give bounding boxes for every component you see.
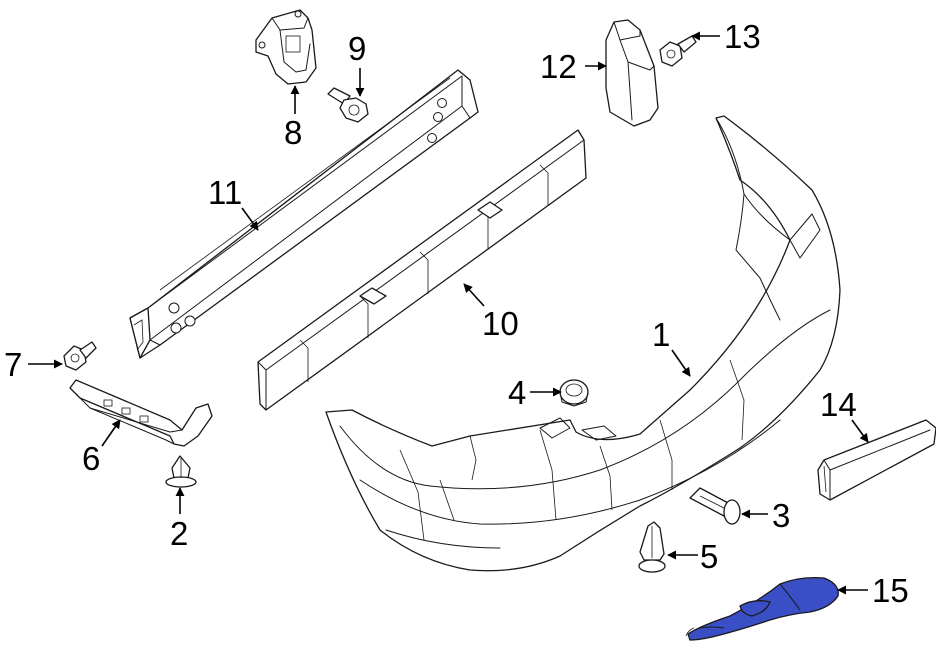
part-bolt-9[interactable] <box>327 87 369 123</box>
part-bolt-7[interactable] <box>63 341 97 371</box>
callout-2: 2 <box>170 515 188 552</box>
callout-5: 5 <box>700 538 718 575</box>
callout-labels: 1 2 3 4 5 6 7 8 9 10 11 12 13 14 15 <box>4 18 909 609</box>
callout-11: 11 <box>208 174 242 211</box>
part-bracket[interactable] <box>255 9 317 85</box>
part-reflector[interactable] <box>817 419 936 501</box>
part-bolt-13[interactable] <box>659 35 697 67</box>
callout-9: 9 <box>348 30 366 67</box>
part-nut-4[interactable] <box>559 379 589 407</box>
part-energy-absorber[interactable] <box>257 129 587 411</box>
callout-7: 7 <box>4 346 22 383</box>
leader-lines <box>28 31 869 595</box>
part-bumper-cover[interactable] <box>325 115 841 572</box>
callout-3: 3 <box>772 497 790 534</box>
callout-4: 4 <box>508 374 526 411</box>
callout-1: 1 <box>652 316 670 353</box>
part-side-retainer[interactable] <box>69 379 213 447</box>
part-clip-5[interactable] <box>638 521 666 573</box>
part-side-bracket[interactable] <box>605 19 659 127</box>
callout-6: 6 <box>82 440 100 477</box>
part-push-clip-2[interactable] <box>165 455 197 488</box>
callout-12: 12 <box>540 48 577 85</box>
callout-14: 14 <box>820 386 857 423</box>
callout-8: 8 <box>284 114 302 151</box>
part-push-pin-3[interactable] <box>689 487 741 525</box>
callout-10: 10 <box>482 305 519 342</box>
callout-15: 15 <box>872 572 909 609</box>
part-reinforcement-bar[interactable] <box>129 69 479 359</box>
callout-13: 13 <box>724 18 761 55</box>
part-highlighted-bracket[interactable] <box>685 576 839 641</box>
